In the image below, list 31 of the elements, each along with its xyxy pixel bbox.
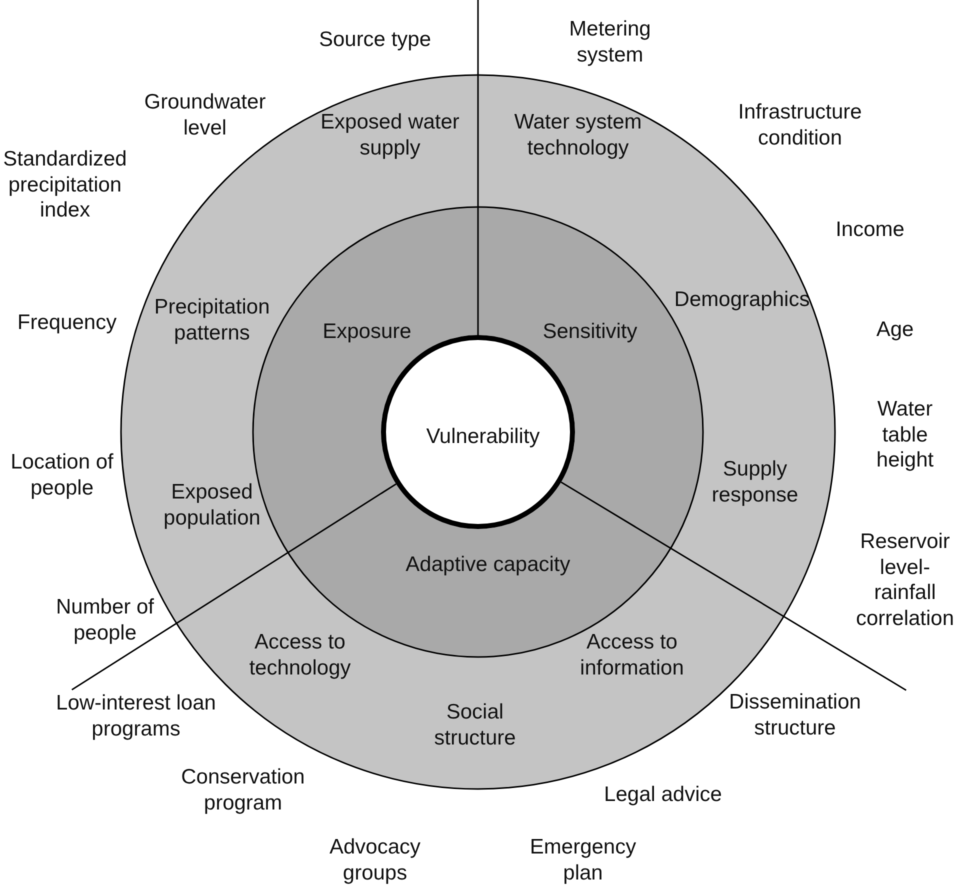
node-label: Vulnerability (425, 424, 541, 450)
indicator-label: Metering system (568, 16, 652, 68)
node-label: Exposure (322, 319, 412, 345)
indicator-label: Groundwater level (143, 89, 267, 141)
node-label: Adaptive capacity (404, 552, 572, 578)
node-label: Sensitivity (542, 319, 638, 345)
indicator-label: Location of people (10, 449, 114, 501)
indicator-label: Low-interest loan programs (55, 690, 217, 742)
indicator-label: Income (834, 217, 906, 243)
indicator-label: Number of people (54, 594, 156, 646)
indicator-label: Conservation program (180, 764, 306, 816)
indicator-label: Source type (318, 27, 432, 53)
node-label: Exposed water supply (320, 109, 460, 161)
node-label: Demographics (673, 287, 811, 313)
indicator-label: Age (875, 317, 915, 343)
node-label: Social structure (433, 699, 517, 751)
indicator-label: Infrastructure condition (737, 99, 863, 151)
indicator-label: Legal advice (603, 782, 723, 808)
indicator-label: Frequency (16, 310, 118, 336)
node-label: Access to technology (248, 629, 352, 681)
indicator-label: Advocacy groups (328, 834, 422, 886)
node-label: Water system technology (513, 109, 643, 161)
indicator-label: Water table height (875, 396, 935, 474)
node-label: Exposed population (162, 479, 262, 531)
node-label: Precipitation patterns (153, 294, 271, 346)
node-label: Supply response (710, 456, 800, 508)
indicator-label: Reservoir level-rainfall correlation (854, 528, 956, 632)
indicator-label: Dissemination structure (728, 689, 862, 741)
indicator-label: Standardized precipitation index (2, 146, 128, 224)
node-label: Access to information (579, 629, 685, 681)
indicator-label: Emergency plan (528, 834, 638, 886)
